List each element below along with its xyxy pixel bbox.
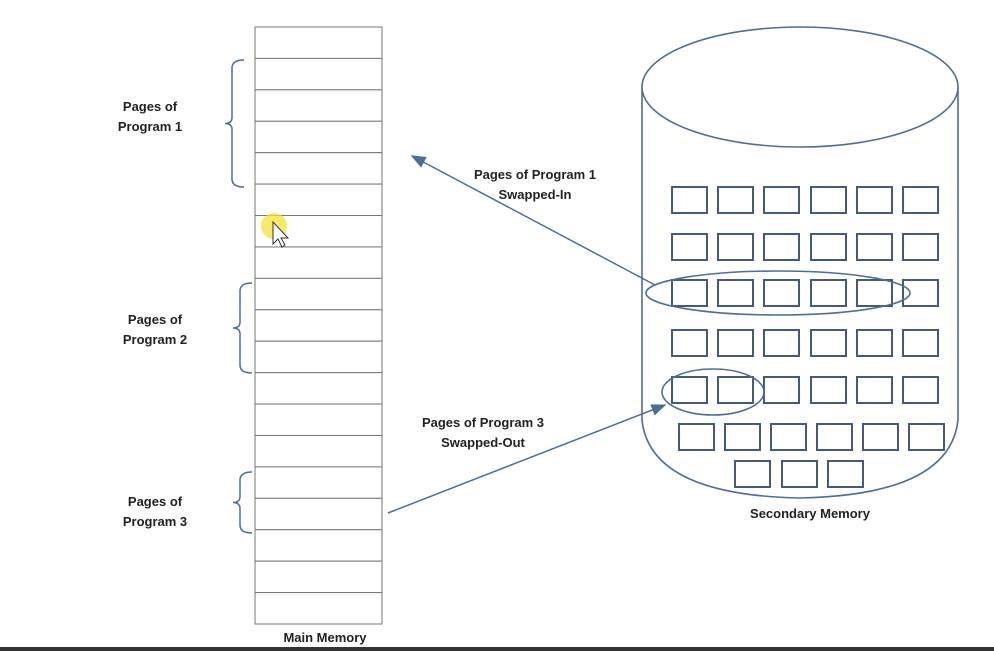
disk-page <box>856 186 893 214</box>
label-line: Pages of <box>127 494 183 509</box>
arrows <box>387 155 667 514</box>
memory-page <box>254 309 383 342</box>
swapped-out-label: Pages of Program 3 Swapped-Out <box>408 413 558 453</box>
disk-page <box>810 376 847 404</box>
memory-page <box>254 26 383 59</box>
swapped-in-label: Pages of Program 1 Swapped-In <box>460 165 610 205</box>
disk-page <box>810 329 847 357</box>
disk-page <box>671 233 708 261</box>
main-memory-pages <box>254 26 383 625</box>
disk-page <box>902 186 939 214</box>
memory-page <box>254 120 383 154</box>
bottom-bar <box>0 647 994 651</box>
disk-page <box>862 423 899 451</box>
disk-page <box>856 376 893 404</box>
program3-label: Pages of Program 3 <box>105 492 205 532</box>
disk-page <box>678 423 715 451</box>
disk-page <box>763 186 800 214</box>
label-line: Swapped-In <box>498 187 572 202</box>
disk-page <box>902 279 939 307</box>
disk-page <box>827 460 864 488</box>
program1-label: Pages of Program 1 <box>100 97 200 137</box>
swapped-in-group <box>645 270 911 316</box>
memory-page <box>254 372 383 405</box>
label-line: Program 2 <box>122 332 188 347</box>
memory-page <box>254 529 383 562</box>
disk-page <box>816 423 853 451</box>
memory-page <box>254 466 383 499</box>
brace <box>232 282 253 374</box>
disk-page <box>717 279 754 307</box>
disk-page <box>724 423 761 451</box>
memory-page <box>254 403 383 436</box>
disk-page <box>717 329 754 357</box>
disk-page <box>763 233 800 261</box>
disk-page <box>810 279 847 307</box>
memory-page <box>254 434 383 468</box>
swapped-out-group <box>661 368 765 416</box>
disk-page <box>671 279 708 307</box>
memory-page <box>254 340 383 374</box>
disk-page <box>902 233 939 261</box>
memory-page <box>254 497 383 531</box>
disk-page <box>717 376 754 404</box>
disk-page <box>856 279 893 307</box>
disk-page <box>810 233 847 261</box>
program2-label: Pages of Program 2 <box>105 310 205 350</box>
memory-page <box>254 152 383 185</box>
disk-page <box>856 329 893 357</box>
secondary-memory-label: Secondary Memory <box>750 506 870 521</box>
disk-page <box>770 423 807 451</box>
secondary-memory-cylinder <box>641 26 959 499</box>
memory-page <box>254 246 383 279</box>
label-line: Program 1 <box>117 119 183 134</box>
memory-page <box>254 57 383 91</box>
disk-page <box>717 186 754 214</box>
disk-page <box>671 186 708 214</box>
memory-page <box>254 560 383 594</box>
main-memory-label: Main Memory <box>283 630 367 645</box>
disk-page <box>734 460 771 488</box>
memory-page <box>254 89 383 122</box>
disk-page <box>902 376 939 404</box>
memory-page <box>254 183 383 217</box>
label-line: Swapped-Out <box>441 435 525 450</box>
label-line: Pages of <box>127 312 183 327</box>
disk-page <box>763 279 800 307</box>
label-line: Program 3 <box>122 514 188 529</box>
disk-page <box>810 186 847 214</box>
swap-in-arrow <box>410 155 656 286</box>
cylinder-top <box>641 26 959 148</box>
label-line: Pages of Program 3 <box>421 415 545 430</box>
disk-page <box>902 329 939 357</box>
disk-page <box>763 329 800 357</box>
memory-page <box>254 277 383 311</box>
label-line: Pages of <box>122 99 178 114</box>
brace <box>224 59 245 188</box>
brace <box>232 471 253 534</box>
disk-page <box>908 423 945 451</box>
disk-page <box>671 376 708 404</box>
memory-page <box>254 592 383 625</box>
disk-page <box>856 233 893 261</box>
disk-page <box>781 460 818 488</box>
disk-page <box>671 329 708 357</box>
swap-out-arrow <box>387 404 667 514</box>
disk-page <box>717 233 754 261</box>
label-line: Pages of Program 1 <box>473 167 597 182</box>
braces <box>224 59 253 534</box>
mouse-cursor-icon <box>261 213 290 248</box>
